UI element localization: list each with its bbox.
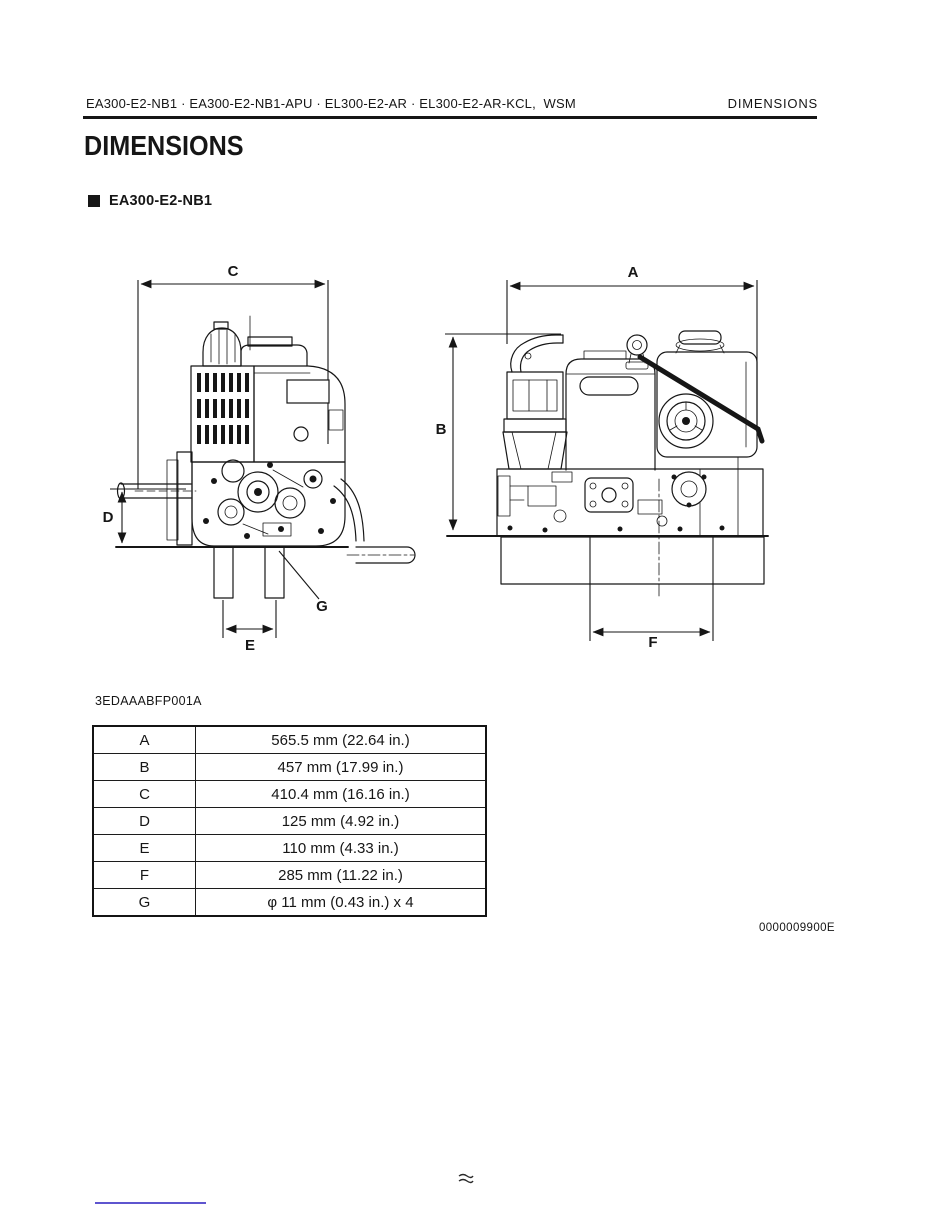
dim-key: F <box>92 861 196 889</box>
front-view-drawing: A B <box>436 264 769 651</box>
dim-value: 125 mm (4.92 in.) <box>195 807 487 835</box>
figure-code: 3EDAAABFP001A <box>95 694 202 708</box>
dim-label-e: E <box>245 637 255 654</box>
dimension-f: F <box>589 537 714 651</box>
subsection-model-label: EA300-E2-NB1 <box>109 193 213 209</box>
table-row: B 457 mm (17.99 in.) <box>92 753 487 781</box>
header-section-name: DIMENSIONS <box>727 96 818 111</box>
table-row: F 285 mm (11.22 in.) <box>92 861 487 889</box>
dim-key: C <box>92 780 196 808</box>
side-view-drawing: C <box>103 263 416 654</box>
crankcase-front-details <box>496 456 764 537</box>
table-row: D 125 mm (4.92 in.) <box>92 807 487 835</box>
dimension-e: E <box>222 600 277 654</box>
dimension-d: D <box>103 488 186 544</box>
page-title: DIMENSIONS <box>84 130 244 161</box>
document-number: 0000009900E <box>758 922 835 934</box>
dim-key: D <box>92 807 196 835</box>
dimension-g: G <box>278 550 328 615</box>
dim-value: 410.4 mm (16.16 in.) <box>195 780 487 808</box>
table-row: E 110 mm (4.33 in.) <box>92 834 487 862</box>
dim-label-a: A <box>628 264 639 281</box>
dimension-a: A <box>506 264 758 427</box>
dim-label-d: D <box>103 509 114 526</box>
table-row: A 565.5 mm (22.64 in.) <box>92 725 487 754</box>
dim-value: φ 11 mm (0.43 in.) x 4 <box>195 888 487 917</box>
table-row: G φ 11 mm (0.43 in.) x 4 <box>92 888 487 917</box>
dim-key: A <box>92 725 196 754</box>
crankcase-details <box>203 459 336 539</box>
dimensions-table: A 565.5 mm (22.64 in.) B 457 mm (17.99 i… <box>92 725 487 917</box>
handle-bar <box>637 354 765 444</box>
engine-side-view <box>115 315 416 599</box>
dim-value: 285 mm (11.22 in.) <box>195 861 487 889</box>
header-model-list: EA300-E2-NB1 · EA300-E2-NB1-APU · EL300-… <box>86 96 576 111</box>
footer-blue-line <box>95 1202 206 1204</box>
ink-smudge <box>458 1173 474 1184</box>
recoil-starter <box>658 393 714 449</box>
engine-front-view <box>446 330 769 598</box>
dim-key: B <box>92 753 196 781</box>
dim-key: G <box>92 888 196 917</box>
header-rule <box>83 116 817 119</box>
square-bullet-icon <box>88 195 100 207</box>
dim-label-b: B <box>436 421 447 438</box>
dim-value: 565.5 mm (22.64 in.) <box>195 725 487 754</box>
dim-label-g: G <box>316 598 328 615</box>
dim-label-c: C <box>228 263 239 280</box>
table-row: C 410.4 mm (16.16 in.) <box>92 780 487 808</box>
dimension-b: B <box>436 333 561 531</box>
dim-value: 457 mm (17.99 in.) <box>195 753 487 781</box>
dim-key: E <box>92 834 196 862</box>
muffler-fins <box>197 373 249 444</box>
dim-value: 110 mm (4.33 in.) <box>195 834 487 862</box>
dim-label-f: F <box>648 634 657 651</box>
crank-handle <box>333 478 416 564</box>
dimension-c: C <box>137 263 329 489</box>
subsection-heading: EA300-E2-NB1 <box>88 193 212 209</box>
